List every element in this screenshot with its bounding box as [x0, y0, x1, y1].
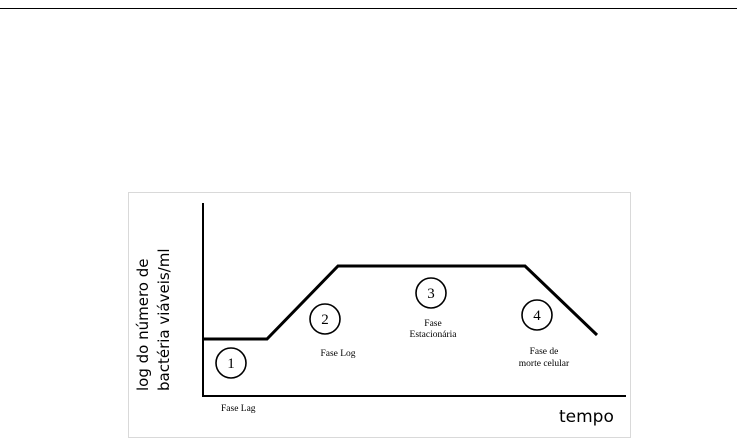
y-axis-label-line1: log do número de — [134, 259, 152, 392]
phase-1-label: Fase Lag — [221, 404, 256, 414]
phase-3-marker: 3 — [416, 278, 446, 308]
header-rule — [0, 8, 737, 9]
phase-2-label: Fase Log — [320, 349, 355, 359]
x-axis-label: tempo — [559, 407, 614, 427]
phase-4-label-line1: Fase de — [530, 347, 559, 357]
growth-curve-diagram: log do número de bactéria viáveis/ml tem… — [129, 193, 632, 439]
y-axis-label-line2: bactéria viáveis/ml — [155, 248, 173, 391]
phase-3-label-line2: Estacionária — [410, 330, 458, 340]
phase-2-marker: 2 — [310, 304, 340, 334]
phase-2-number: 2 — [321, 312, 329, 328]
phase-3-number: 3 — [427, 286, 435, 302]
phase-4-number: 4 — [533, 308, 541, 324]
growth-curve-figure: log do número de bactéria viáveis/ml tem… — [128, 192, 631, 438]
phase-1-number: 1 — [227, 356, 235, 372]
phase-4-label-line2: morte celular — [519, 359, 570, 369]
phase-1-marker: 1 — [216, 348, 246, 378]
growth-curve-line — [203, 266, 597, 339]
phase-4-marker: 4 — [522, 300, 552, 330]
phase-3-label-line1: Fase — [424, 319, 441, 329]
